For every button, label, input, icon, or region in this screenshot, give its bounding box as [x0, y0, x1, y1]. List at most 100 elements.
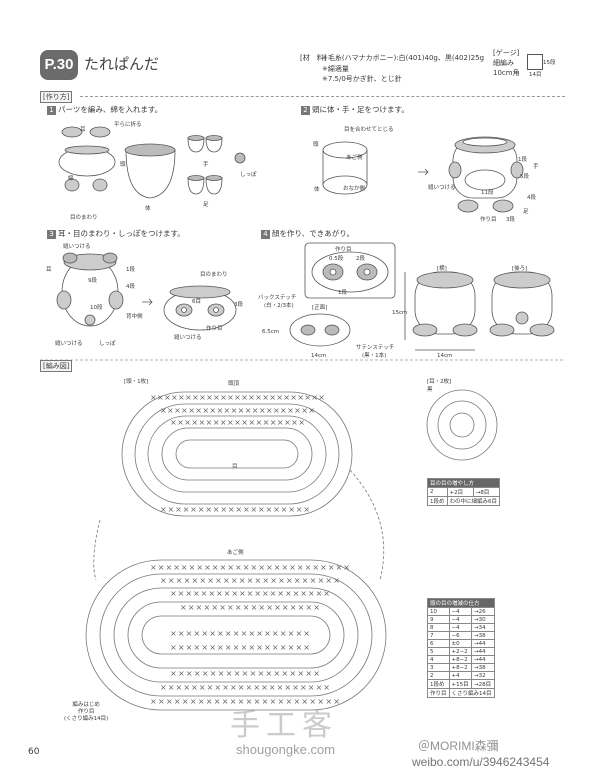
divider-howto: [80, 96, 565, 97]
step2-illustration: [322, 136, 524, 213]
s3-attach3: 縫いつける: [174, 335, 202, 341]
svg-text:×××××××××××××××××××××: ×××××××××××××××××××××: [170, 589, 330, 598]
svg-text:××××××××××××××××××××××: ××××××××××××××××××××××: [160, 406, 315, 415]
s3-r6: 6目: [192, 299, 201, 305]
s4-backstitch-sub: (白・2/3本): [264, 303, 294, 309]
step-text: パーツを編み、綿を入れます。: [58, 105, 163, 114]
section-howto: [作り方]: [40, 91, 73, 103]
materials-list: ✳毛糸(ハマナカボニー):白(401)40g、黒(402)25g ✳綿適量 ✳7…: [322, 53, 484, 85]
s2-belly: おなか側: [343, 186, 366, 192]
s1-hand: 手: [203, 162, 209, 168]
head-center-label: 目: [232, 464, 238, 470]
crochet-chart: [40, 359, 565, 711]
s2-r1: 1段: [518, 157, 527, 163]
s4-rs: 1段: [338, 290, 347, 296]
s1-tail: しっぽ: [240, 172, 257, 178]
s4-face-size: 6.5cm: [262, 329, 280, 335]
svg-text:×××××××××××××××××××××××: ×××××××××××××××××××××××: [160, 576, 340, 585]
s1-head: 頭: [120, 162, 126, 168]
gauge-square: [527, 54, 543, 70]
start-note: 編みはじめ 作り目 (くさり編み14目): [64, 702, 108, 723]
s2-foot: 足: [523, 209, 529, 215]
table-row: 2+4→32: [427, 671, 495, 680]
s4-front: [正面]: [312, 305, 328, 311]
s4-backstitch: バックステッチ: [258, 295, 297, 301]
page-number: 60: [28, 747, 40, 757]
s3-attach2: 縫いつける: [55, 341, 83, 347]
materials-yarn: ✳毛糸(ハマナカボニー):白(401)40g、黒(402)25g: [322, 54, 485, 62]
step-number: 1: [47, 106, 56, 115]
s2-head: 頭: [313, 142, 319, 148]
svg-text:×××××××××××××××××××××××××: ×××××××××××××××××××××××××: [150, 393, 325, 402]
table-row: 6±0→44: [427, 639, 495, 648]
s3-attach: 縫いつける: [63, 244, 91, 250]
s3-r9: 9段: [88, 278, 97, 284]
step-number: 3: [47, 230, 56, 239]
table-row: 2+2目→8目: [427, 487, 501, 497]
s4-height: 15cm: [392, 310, 408, 316]
s3-r3: 3段: [234, 302, 243, 308]
s2-hand: 手: [533, 164, 539, 170]
start-note-1: 編みはじめ: [72, 702, 100, 708]
stitch-marks: ××××××××××××××××××××××××× ××××××××××××××…: [150, 393, 350, 706]
head-chart-label: [頭・1枚]: [124, 379, 149, 385]
table-row: 1段め+15目→28目: [427, 679, 495, 689]
watermark-site: shougongke.com: [236, 742, 336, 757]
s1-foot: 足: [203, 202, 209, 208]
table-row: 1段めわの中に細編み6目: [427, 496, 500, 506]
s4-width: 14cm: [311, 353, 327, 359]
s4-back: [後ろ]: [512, 266, 528, 272]
s3-tail: しっぽ: [99, 341, 116, 347]
s3-r10: 10段: [90, 305, 103, 311]
head-table-title: 頭の目の増減の仕方: [427, 598, 495, 608]
s2-r3: 3段: [506, 217, 515, 223]
s2-attach: 縫いつける: [428, 185, 456, 191]
s2-r5: 5段: [520, 174, 529, 180]
s1-cotton: 綿: [68, 176, 74, 182]
s3-back: 作り目: [206, 326, 223, 332]
svg-text:×××××××××××××××××××: ×××××××××××××××××××: [170, 669, 320, 678]
s2-r4: 4段: [527, 195, 536, 201]
s2-align: 目を合わせてとじる: [344, 127, 394, 133]
ear-increase-table: 耳の目の増やし方 2+2目→8目 1段めわの中に細編み6目: [427, 478, 501, 506]
s4-tsukurime: 作り目: [335, 247, 352, 253]
materials-hook: ✳7.5/0号かぎ針、とじ針: [322, 75, 402, 83]
gauge-method: 細編み: [493, 59, 514, 67]
step-number: 4: [261, 230, 270, 239]
s2-chin: あご側: [346, 155, 363, 161]
s4-satin-sub: (黒・1本): [362, 353, 387, 359]
gauge-label: [ゲージ]: [493, 49, 520, 57]
watermark-handle: ＠MORIMI森彌: [418, 739, 499, 753]
svg-text:××××××××××××××××××××××××: ××××××××××××××××××××××××: [150, 697, 340, 706]
step-text: 頭に体・手・足をつけます。: [312, 105, 409, 114]
step-text: 耳・目のまわり・しっぽをつけます。: [58, 229, 185, 238]
ear-table-title: 耳の目の増やし方: [427, 478, 500, 488]
s2-back: 作り目: [480, 217, 497, 223]
ear-chart-label: [耳・2枚]: [427, 379, 452, 385]
watermark-url: weibo.com/u/3946243454: [412, 755, 550, 769]
svg-text:××××××××××××××××××××××××××: ××××××××××××××××××××××××××: [150, 563, 350, 572]
watermark-logo: 手工客: [230, 708, 338, 743]
svg-text:××××××××××××××××××××: ××××××××××××××××××××: [160, 505, 310, 514]
svg-text:××××××××××××××××××: ××××××××××××××××××: [170, 643, 310, 652]
step-number: 2: [301, 106, 310, 115]
head-top-label: 頭頂: [228, 381, 240, 387]
s3-eye-ring: 目のまわり: [200, 272, 228, 278]
page-badge: P.30: [40, 50, 78, 80]
s3-r1: 1段: [126, 267, 135, 273]
materials-stuffing: ✳綿適量: [322, 64, 349, 73]
table-row: 7−6→38: [427, 631, 495, 640]
section-chart: [編み図]: [40, 360, 73, 372]
s3-r4: 4段: [126, 284, 135, 290]
start-note-3: (くさり編み14目): [64, 716, 109, 722]
step-text: 顔を作り、できあがり。: [272, 229, 355, 238]
table-row: 9−4→30: [427, 615, 495, 624]
table-row: 3+8−2→38: [427, 663, 495, 672]
svg-text:××××××××××××××××××: ××××××××××××××××××: [180, 603, 320, 612]
s4-width2: 14cm: [437, 353, 453, 359]
s4-r2: 2段: [356, 256, 365, 262]
